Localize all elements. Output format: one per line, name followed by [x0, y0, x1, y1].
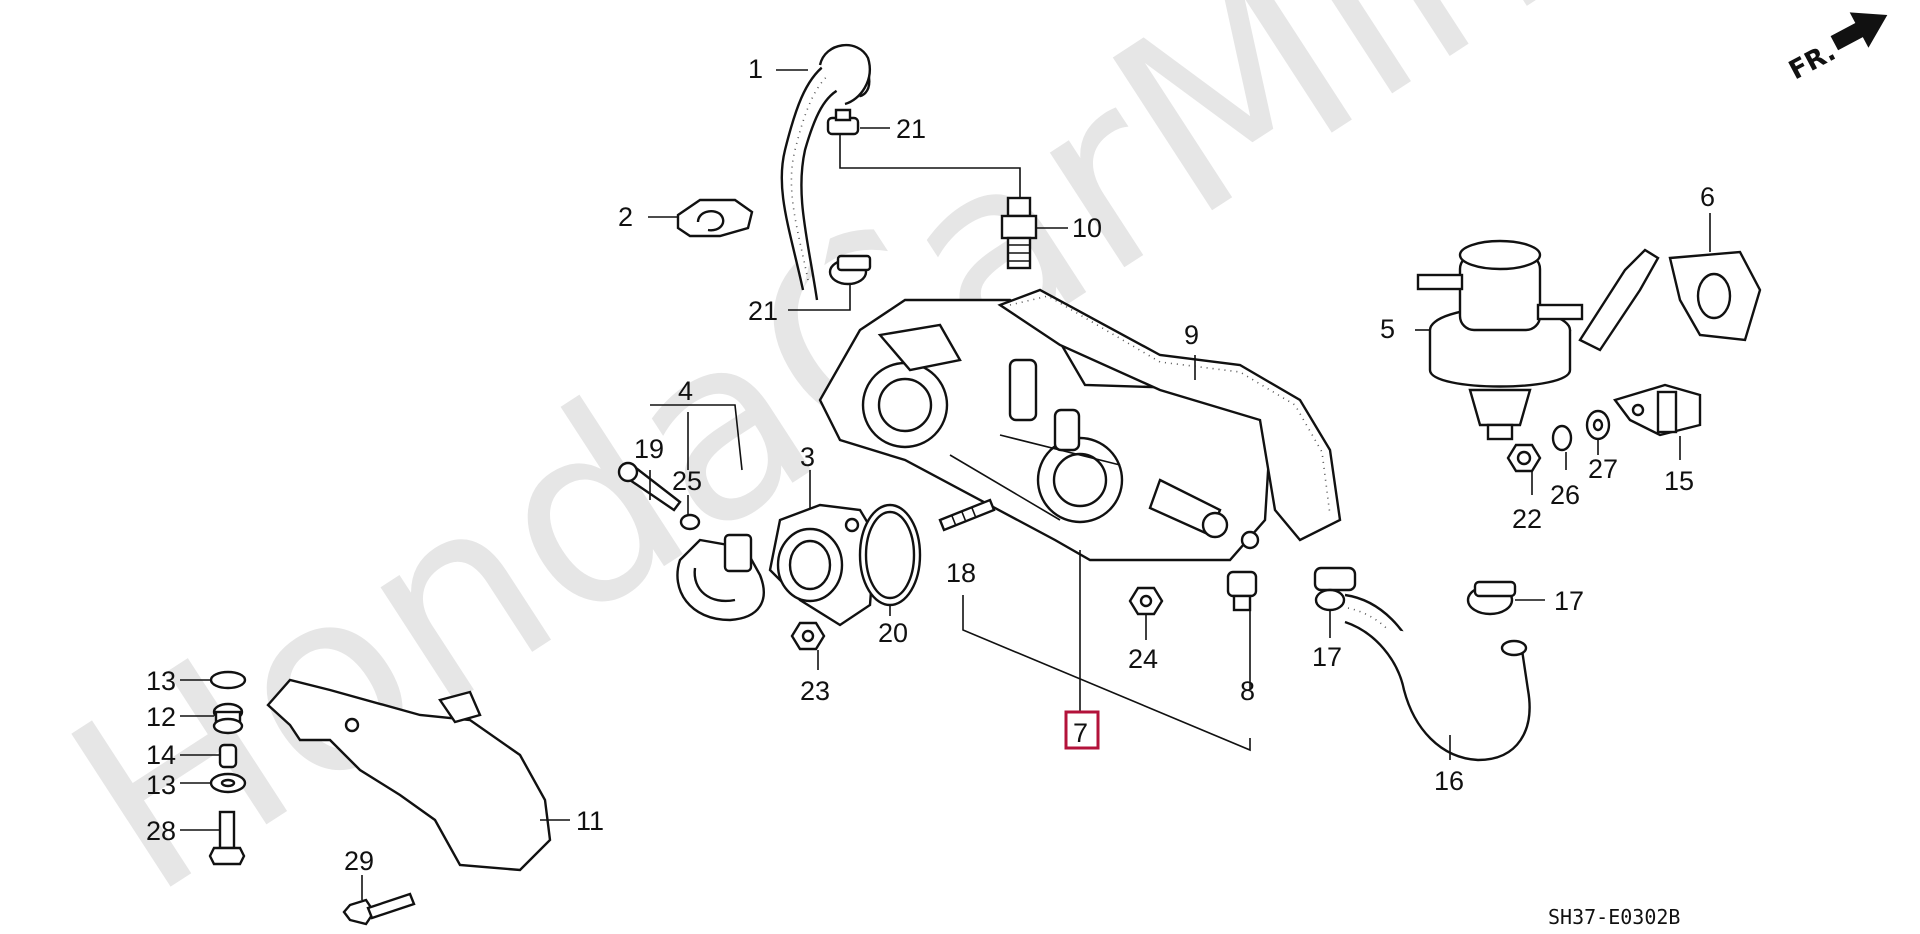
- callout-10[interactable]: 10: [1072, 213, 1102, 243]
- callout-29[interactable]: 29: [344, 846, 374, 876]
- part-washer-25[interactable]: [679, 513, 701, 531]
- part-fuel-pump[interactable]: [1416, 239, 1660, 441]
- callout-14[interactable]: 14: [146, 740, 176, 770]
- leader-lines: [180, 69, 1711, 900]
- callout-19[interactable]: 19: [634, 434, 664, 464]
- front-direction-label: FR.: [1784, 37, 1841, 86]
- callout-15[interactable]: 15: [1664, 466, 1694, 496]
- diagram-code: SH37-E0302B: [1548, 905, 1680, 929]
- callout-21-bottom[interactable]: 21: [748, 296, 778, 326]
- callout-2[interactable]: 2: [618, 202, 633, 232]
- callout-5[interactable]: 5: [1380, 314, 1395, 344]
- callout-9[interactable]: 9: [1184, 320, 1199, 350]
- callout-22[interactable]: 22: [1512, 504, 1542, 534]
- part-washer-13-top[interactable]: [209, 670, 247, 690]
- part-insulator[interactable]: [1668, 250, 1762, 342]
- part-hose-clamp-4[interactable]: [676, 533, 765, 622]
- callout-3[interactable]: 3: [800, 442, 815, 472]
- callout-18[interactable]: 18: [946, 558, 976, 588]
- callout-21-top[interactable]: 21: [896, 114, 926, 144]
- callout-20[interactable]: 20: [878, 618, 908, 648]
- part-hose-clamp-17-right[interactable]: [1466, 580, 1517, 616]
- callout-24[interactable]: 24: [1128, 644, 1158, 674]
- part-bracket-right[interactable]: [1613, 383, 1702, 437]
- part-rubber-mount-12[interactable]: [212, 702, 244, 735]
- part-flange-bolt-24[interactable]: [1128, 586, 1164, 616]
- part-bolt-29[interactable]: [342, 892, 416, 926]
- part-heat-shield[interactable]: [266, 678, 552, 872]
- callout-27[interactable]: 27: [1588, 454, 1618, 484]
- part-hose-upper[interactable]: [780, 43, 871, 301]
- part-hose-clamp-upper[interactable]: [826, 108, 860, 136]
- callout-6[interactable]: 6: [1700, 182, 1715, 212]
- callout-labels: 1 21 2 10 21 9 5 6 4 19 25 3 22 26 27 15…: [146, 54, 1715, 876]
- callout-17-right[interactable]: 17: [1554, 586, 1584, 616]
- callout-7-highlighted[interactable]: 7: [1073, 718, 1088, 748]
- callout-12[interactable]: 12: [146, 702, 176, 732]
- part-bolt-28[interactable]: [208, 810, 246, 866]
- arrow-right-icon: [1830, 12, 1888, 51]
- part-manifold-gasket[interactable]: [997, 288, 1342, 542]
- callout-13-bottom[interactable]: 13: [146, 770, 176, 800]
- part-collar-14[interactable]: [218, 743, 238, 769]
- callout-13-top[interactable]: 13: [146, 666, 176, 696]
- part-hose-clamp-17-left[interactable]: [1313, 566, 1357, 612]
- callout-17-left[interactable]: 17: [1312, 642, 1342, 672]
- part-hose-clamp-lower[interactable]: [828, 254, 872, 286]
- part-bolt-19[interactable]: [617, 461, 682, 512]
- callout-23[interactable]: 23: [800, 676, 830, 706]
- part-washer-26[interactable]: [1551, 424, 1573, 452]
- part-o-ring[interactable]: [858, 503, 922, 607]
- part-nut-22[interactable]: [1506, 443, 1542, 473]
- part-washer-27[interactable]: [1585, 409, 1611, 441]
- callout-8[interactable]: 8: [1240, 676, 1255, 706]
- part-washer-13-bottom[interactable]: [209, 772, 247, 794]
- part-thermostat-cover[interactable]: [768, 503, 877, 627]
- callout-1[interactable]: 1: [748, 54, 763, 84]
- part-flange-bolt-23[interactable]: [790, 621, 826, 651]
- callout-26[interactable]: 26: [1550, 480, 1580, 510]
- part-holder[interactable]: [676, 198, 754, 238]
- part-hose-lower[interactable]: [1344, 593, 1531, 762]
- callout-28[interactable]: 28: [146, 816, 176, 846]
- part-sensor-fitting[interactable]: [1000, 196, 1038, 270]
- part-drain-plug[interactable]: [1226, 570, 1258, 612]
- part-stud-bolt[interactable]: [938, 498, 996, 532]
- callout-11[interactable]: 11: [576, 806, 604, 836]
- callout-4[interactable]: 4: [678, 376, 693, 406]
- highlight-box: [1064, 710, 1100, 750]
- callout-16[interactable]: 16: [1434, 766, 1464, 796]
- callout-25[interactable]: 25: [672, 466, 702, 496]
- front-direction-indicator: FR.: [1784, 12, 1888, 86]
